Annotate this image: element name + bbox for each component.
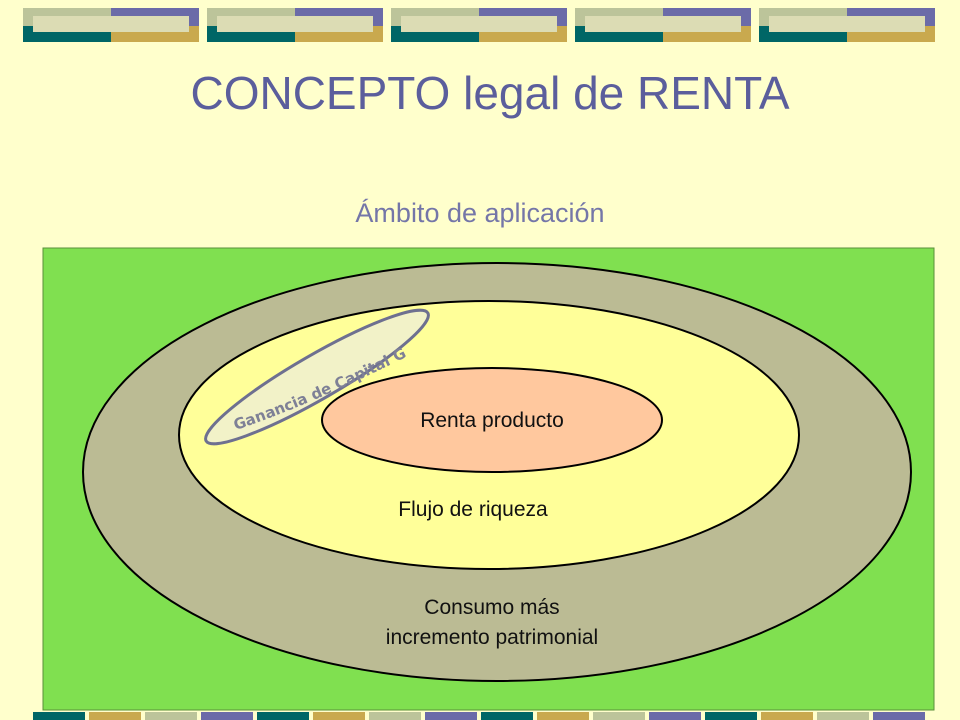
- footer-block: [593, 712, 645, 720]
- slide-subtitle: Ámbito de aplicación: [355, 198, 605, 228]
- footer-block: [817, 712, 869, 720]
- footer-block: [425, 712, 477, 720]
- header-block-highlight: [585, 16, 741, 32]
- header-block-highlight: [33, 16, 189, 32]
- consumption-label-line1: Consumo más: [424, 596, 559, 619]
- footer-block: [313, 712, 365, 720]
- footer-block: [873, 712, 925, 720]
- consumption-label-line2: incremento patrimonial: [386, 626, 598, 649]
- footer-block: [761, 712, 813, 720]
- inner-ellipse-product-income: [321, 367, 663, 473]
- capital-gains-ellipse: [204, 308, 430, 446]
- footer-block: [89, 712, 141, 720]
- header-decoration: [23, 8, 935, 42]
- footer-block: [369, 712, 421, 720]
- slide-title: CONCEPTO legal de RENTA: [190, 67, 790, 119]
- header-block-highlight: [217, 16, 373, 32]
- footer-block: [201, 712, 253, 720]
- footer-block: [33, 712, 85, 720]
- wealth-flow-label: Flujo de riqueza: [398, 498, 548, 521]
- header-block-highlight: [401, 16, 557, 32]
- footer-block: [145, 712, 197, 720]
- product-income-label: Renta producto: [420, 409, 564, 432]
- footer-block: [481, 712, 533, 720]
- footer-block: [257, 712, 309, 720]
- footer-block: [537, 712, 589, 720]
- footer-decoration: [33, 712, 925, 720]
- footer-block: [649, 712, 701, 720]
- header-block-highlight: [769, 16, 925, 32]
- footer-block: [705, 712, 757, 720]
